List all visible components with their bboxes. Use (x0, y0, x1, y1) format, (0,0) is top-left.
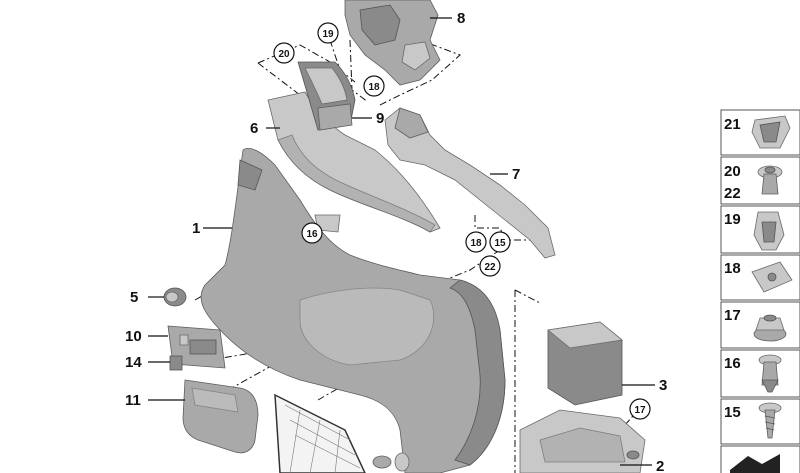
callout-9: 9 (376, 110, 384, 127)
callout-14: 14 (125, 354, 142, 371)
circled-callout-20: 20 (273, 42, 295, 64)
circled-callout-19: 19 (317, 22, 339, 44)
small-clip-part (169, 355, 183, 371)
svg-text:15: 15 (494, 238, 506, 249)
upper-bracket-part (344, 0, 441, 86)
legend-item-21: 21 (720, 109, 800, 156)
svg-text:17: 17 (634, 405, 646, 416)
hex-flange-nut-icon (753, 314, 787, 342)
svg-text:21: 21 (724, 116, 741, 133)
pillar-trim-part (267, 91, 441, 233)
svg-text:19: 19 (724, 211, 741, 228)
legend-item-arrow (720, 445, 800, 473)
svg-text:18: 18 (470, 238, 482, 249)
svg-text:18: 18 (724, 260, 741, 277)
svg-text:20: 20 (724, 163, 741, 180)
cargo-net-part (274, 393, 366, 473)
legend-item-19: 19 (720, 205, 800, 254)
bracket-rail-part (384, 107, 556, 259)
callout-1: 1 (192, 220, 200, 237)
callout-3: 3 (659, 377, 667, 394)
svg-text:16: 16 (724, 355, 741, 372)
grommet-part (163, 287, 187, 307)
legend-item-17: 17 (720, 301, 800, 349)
leader-lines (148, 17, 655, 466)
fastener-legend: 21 20 22 19 (720, 109, 800, 473)
callout-10: 10 (125, 328, 142, 345)
storage-box-part (547, 321, 623, 406)
svg-text:22: 22 (724, 185, 741, 202)
trim-clip-icon (751, 115, 791, 149)
callout-2: 2 (656, 458, 664, 473)
floor-tray-part (519, 409, 646, 473)
expanding-rivet-icon (757, 165, 783, 195)
legend-item-18: 18 (720, 254, 800, 301)
trim-cover-part (297, 61, 356, 131)
circled-callout-18: 18 (363, 75, 385, 97)
cover-plate-part (182, 379, 259, 454)
svg-text:20: 20 (278, 49, 290, 60)
svg-text:16: 16 (306, 229, 318, 240)
callout-8: 8 (457, 10, 465, 27)
svg-text:18: 18 (368, 82, 380, 93)
spring-clip-icon (753, 211, 785, 251)
svg-text:19: 19 (322, 29, 334, 40)
circled-callout-22: 22 (479, 255, 501, 277)
callout-11: 11 (125, 392, 141, 409)
svg-text:15: 15 (724, 404, 741, 421)
circled-callout-18-lower: 18 (465, 231, 487, 253)
speed-nut-icon (751, 261, 793, 293)
circled-callout-15: 15 (489, 231, 511, 253)
legend-item-20-22: 20 22 (720, 156, 800, 205)
svg-text:22: 22 (484, 262, 496, 273)
direction-arrow-icon (730, 454, 780, 473)
callout-6: 6 (250, 120, 258, 137)
push-rivet-icon (758, 354, 782, 393)
legend-item-15: 15 (720, 398, 800, 445)
svg-text:17: 17 (724, 307, 741, 324)
circled-callout-17: 17 (629, 398, 651, 420)
legend-item-16: 16 (720, 349, 800, 398)
bottom-fasteners (372, 452, 410, 472)
callout-7: 7 (512, 166, 520, 183)
side-trim-panel-part (200, 148, 506, 473)
callout-5: 5 (130, 289, 138, 306)
screw-rivet-icon (758, 402, 782, 439)
circled-callout-16: 16 (301, 222, 323, 244)
